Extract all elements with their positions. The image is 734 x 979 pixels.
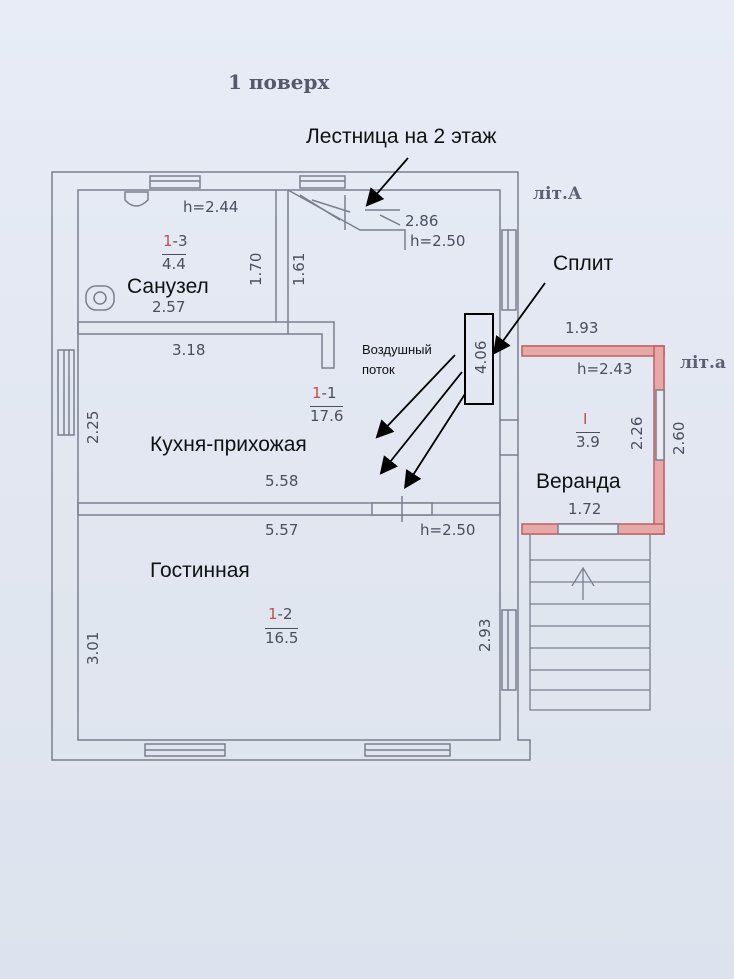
veranda-name: Веранда bbox=[536, 470, 621, 493]
split-wall-dim: 4.06 bbox=[472, 340, 490, 374]
veranda-window-right bbox=[655, 389, 665, 461]
inner-wall bbox=[77, 189, 501, 741]
bath-vertical-2: 1.61 bbox=[290, 252, 308, 286]
kitchen-top: 3.18 bbox=[172, 341, 206, 359]
airflow-arrow-3 bbox=[404, 393, 466, 490]
bath-bottom-wall bbox=[77, 321, 289, 335]
outer-wall bbox=[51, 171, 531, 761]
living-name: Гостинная bbox=[150, 559, 250, 582]
kitchen-living-wall bbox=[77, 502, 501, 516]
veranda-room-id: I bbox=[583, 410, 588, 428]
floor-title: 1 поверх bbox=[228, 70, 330, 94]
stair-width: 2.86 bbox=[405, 212, 439, 230]
bath-width: 2.57 bbox=[152, 298, 186, 316]
kitchen-name: Кухня-прихожая bbox=[150, 433, 307, 456]
h-living: h=2.50 bbox=[420, 521, 476, 539]
veranda-top-wall bbox=[521, 345, 665, 357]
split-unit-box bbox=[464, 313, 494, 405]
window-left-kitchen bbox=[57, 349, 75, 436]
airflow-annotation-2: поток bbox=[362, 362, 395, 377]
lit-a-label: літ.А bbox=[533, 184, 582, 204]
living-width: 5.57 bbox=[265, 521, 299, 539]
window-right-top bbox=[501, 229, 517, 311]
window-right-bottom bbox=[501, 609, 517, 691]
kitchen-width: 5.58 bbox=[265, 472, 299, 490]
veranda-door bbox=[557, 523, 619, 535]
living-right: 2.93 bbox=[476, 618, 494, 652]
bath-area: 4.4 bbox=[162, 254, 186, 273]
bathroom-name: Санузел bbox=[127, 275, 209, 298]
veranda-inner: 2.26 bbox=[628, 416, 646, 450]
bath-vertical-1: 1.70 bbox=[247, 252, 265, 286]
veranda-bottom: 1.72 bbox=[568, 500, 602, 518]
h-stair: h=2.50 bbox=[410, 232, 466, 250]
kitchen-area: 17.6 bbox=[310, 406, 344, 425]
kitchen-room-id: 1-1 bbox=[312, 384, 337, 402]
toilet bbox=[85, 285, 115, 311]
veranda-top: 1.93 bbox=[565, 319, 599, 337]
airflow-arrow-1 bbox=[375, 354, 456, 439]
airflow-annotation-1: Воздушный bbox=[362, 342, 432, 357]
bath-room-id: 1-3 bbox=[163, 232, 188, 250]
lit-a1-label: літ.а bbox=[680, 353, 726, 373]
veranda-outer: 2.60 bbox=[670, 421, 688, 455]
kitchen-height: 2.25 bbox=[84, 410, 102, 444]
h-veranda: h=2.43 bbox=[577, 360, 633, 378]
veranda-area: 3.9 bbox=[576, 432, 600, 451]
living-room-id: 1-2 bbox=[268, 605, 293, 623]
stairs-arrow bbox=[365, 157, 409, 207]
airflow-arrow-2 bbox=[379, 371, 463, 475]
split-arrow bbox=[492, 282, 546, 355]
living-area: 16.5 bbox=[265, 628, 299, 647]
corridor-wall bbox=[288, 321, 335, 369]
stairs-annotation: Лестница на 2 этаж bbox=[306, 125, 497, 148]
window-top-bath bbox=[149, 175, 201, 189]
entrance-steps bbox=[529, 534, 651, 711]
window-top-stair bbox=[299, 175, 346, 189]
h-bath: h=2.44 bbox=[183, 198, 239, 216]
living-left: 3.01 bbox=[84, 631, 102, 665]
sink bbox=[124, 191, 149, 207]
split-annotation: Сплит bbox=[553, 252, 614, 275]
